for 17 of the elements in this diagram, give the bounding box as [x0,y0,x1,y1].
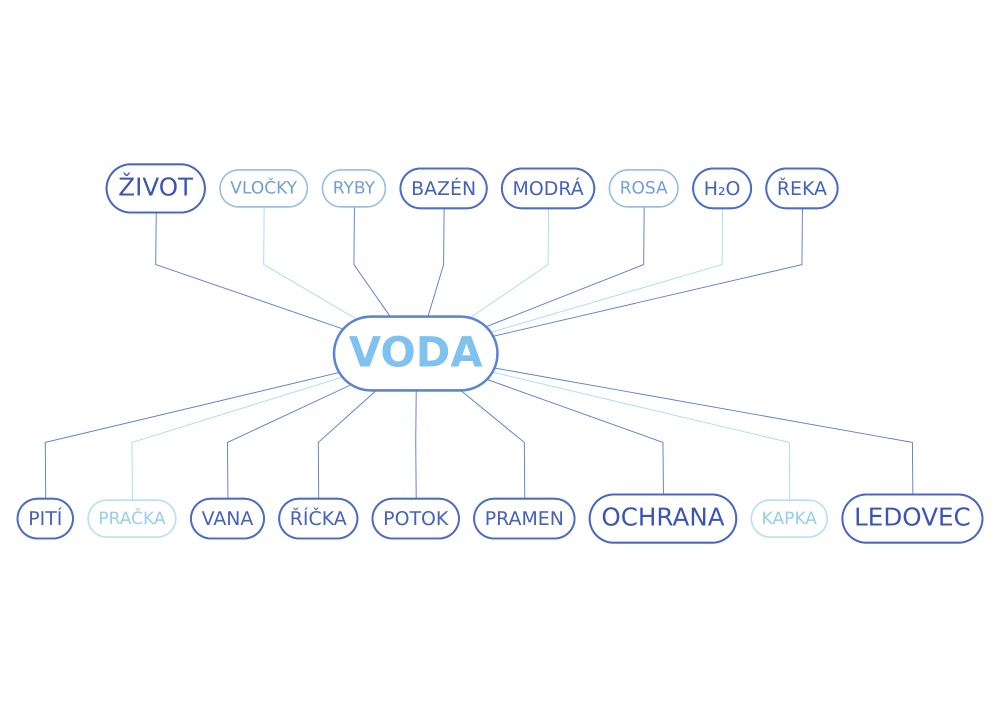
connector [490,208,724,333]
connector [485,206,645,328]
connector [469,208,550,319]
connector [318,390,376,500]
connector [263,206,358,320]
connector [415,390,417,500]
connector [44,372,340,500]
connector [494,368,914,496]
connector [427,208,445,318]
connector [492,208,803,337]
connector [227,384,352,500]
connector [487,379,664,496]
connector [131,376,344,502]
connector [492,372,790,502]
connector [155,212,344,330]
connector [460,390,526,500]
connector [353,206,392,318]
